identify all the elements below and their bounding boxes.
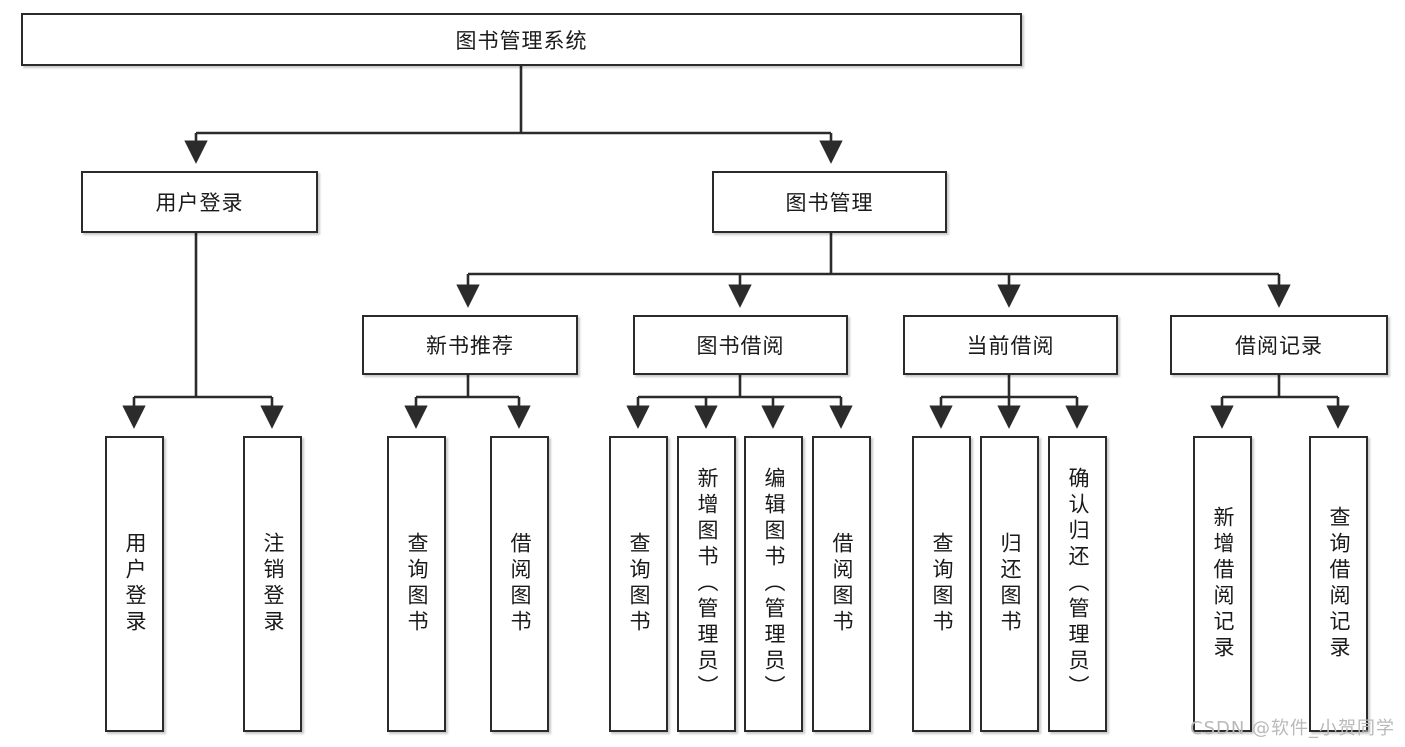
node-book-management[interactable]: 图书管理 bbox=[712, 171, 947, 233]
node-leaf-user-login[interactable]: 用户登录 bbox=[105, 436, 164, 732]
node-leaf-edit-book-admin[interactable]: 编辑图书（管理员） bbox=[744, 436, 803, 732]
node-leaf-borrow-book[interactable]: 借阅图书 bbox=[812, 436, 871, 732]
node-leaf-query-book-current[interactable]: 查询图书 bbox=[912, 436, 971, 732]
node-leaf-query-book-borrow[interactable]: 查询图书 bbox=[609, 436, 668, 732]
node-new-book-recommend[interactable]: 新书推荐 bbox=[362, 315, 578, 375]
node-leaf-return-book[interactable]: 归还图书 bbox=[980, 436, 1039, 732]
node-user-login[interactable]: 用户登录 bbox=[81, 171, 318, 233]
node-current-borrow[interactable]: 当前借阅 bbox=[903, 315, 1118, 375]
node-leaf-query-borrow-record[interactable]: 查询借阅记录 bbox=[1309, 436, 1368, 732]
csdn-watermark: CSDN @软件_小贺同学 bbox=[1190, 718, 1396, 739]
node-leaf-add-borrow-record[interactable]: 新增借阅记录 bbox=[1193, 436, 1252, 732]
node-leaf-user-logout[interactable]: 注销登录 bbox=[243, 436, 302, 732]
node-leaf-borrow-book-recommend[interactable]: 借阅图书 bbox=[490, 436, 549, 732]
node-root-book-management-system[interactable]: 图书管理系统 bbox=[21, 13, 1022, 66]
node-leaf-confirm-return-admin[interactable]: 确认归还（管理员） bbox=[1048, 436, 1107, 732]
node-leaf-query-book-recommend[interactable]: 查询图书 bbox=[387, 436, 446, 732]
node-book-borrow[interactable]: 图书借阅 bbox=[633, 315, 848, 375]
node-borrow-record[interactable]: 借阅记录 bbox=[1170, 315, 1388, 375]
node-leaf-add-book-admin[interactable]: 新增图书（管理员） bbox=[677, 436, 736, 732]
